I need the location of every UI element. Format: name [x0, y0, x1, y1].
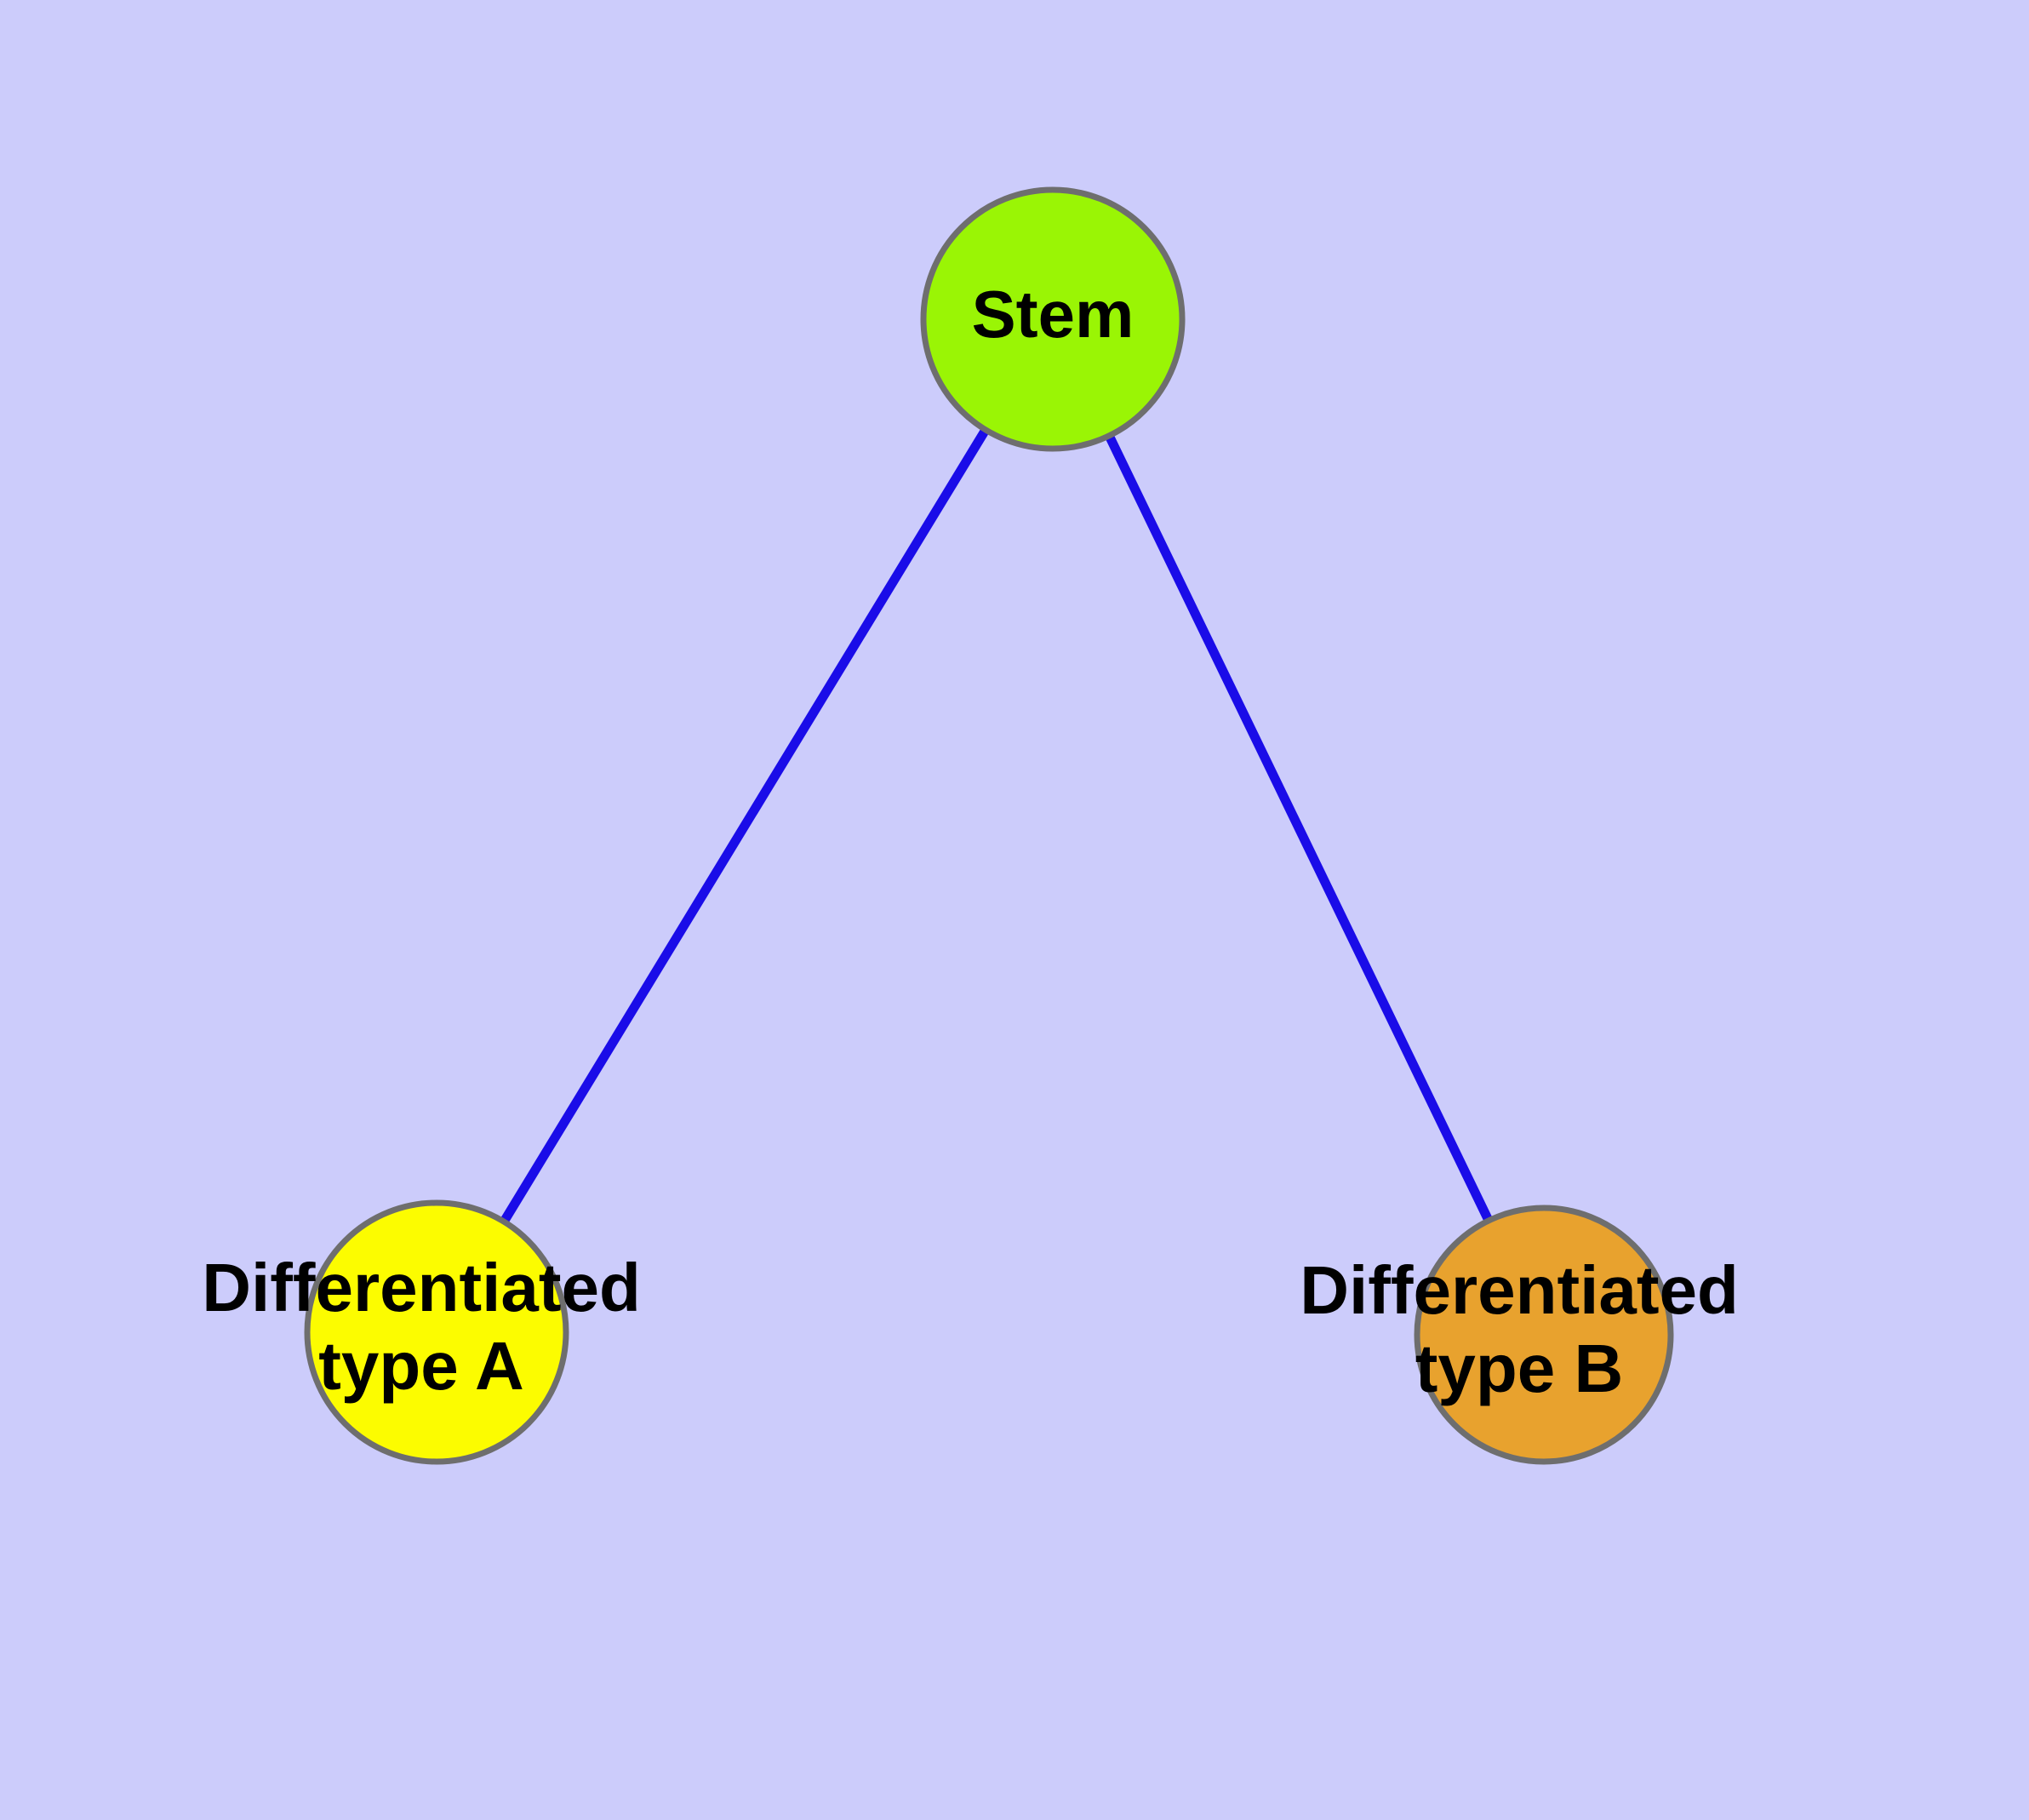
node-label-line: Differentiated [202, 1250, 641, 1325]
node-label-line: type A [318, 1328, 524, 1404]
graph-edge-stem-diff_a[interactable] [432, 317, 1057, 1335]
nodes-layer [304, 186, 1674, 1465]
graph-node-stem[interactable] [920, 186, 1186, 452]
edges-layer [432, 317, 1548, 1337]
graph-node-diff_a[interactable] [304, 1199, 569, 1465]
graph-edge-stem-diff_b[interactable] [1049, 317, 1548, 1337]
node-label-stem: Stem [972, 277, 1135, 352]
graph-node-diff_b[interactable] [1414, 1205, 1674, 1465]
node-label-line: type B [1415, 1331, 1624, 1406]
node-label-line: Differentiated [1300, 1252, 1739, 1328]
node-label-line: Stem [972, 277, 1135, 352]
